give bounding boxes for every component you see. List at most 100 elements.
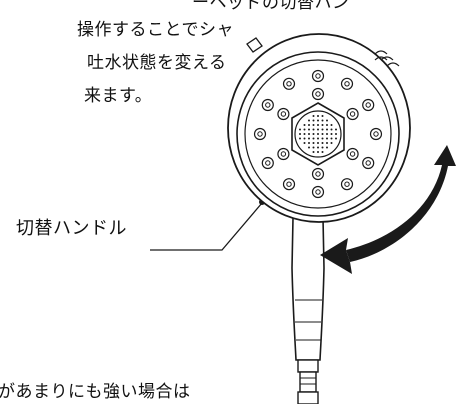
spray-nozzle [369, 127, 383, 141]
mist-dot [321, 124, 324, 126]
mist-dot [299, 128, 301, 131]
mist-dot [321, 142, 324, 144]
spray-nozzle [282, 178, 296, 191]
mist-dot [312, 133, 315, 135]
mist-dot [317, 151, 319, 153]
spray-nozzle-hole [315, 73, 321, 79]
spray-nozzle [311, 87, 325, 101]
mist-dot [335, 137, 337, 140]
rotation-arrow-tail [320, 238, 352, 274]
mist-dot [330, 124, 333, 126]
mist-dot [317, 142, 319, 144]
mist-dot [308, 128, 310, 131]
mist-dot [312, 119, 315, 122]
mist-dot [312, 137, 315, 140]
spray-nozzle-hole [315, 91, 321, 97]
bottom-note-text: があまりにも強い場合は [0, 382, 191, 402]
mist-dot [326, 128, 328, 131]
mist-dot [312, 146, 315, 149]
mist-dot [326, 119, 328, 122]
spray-nozzle [277, 107, 290, 121]
spray-nozzle-hole [280, 111, 287, 117]
mist-dot [303, 137, 306, 140]
mist-dot [312, 151, 315, 153]
spray-nozzle-hole [286, 181, 292, 187]
spray-nozzle [261, 98, 274, 112]
mist-dot [326, 133, 328, 135]
mist-dot [303, 133, 306, 135]
spray-nozzle-hole [344, 181, 350, 187]
spray-nozzle-hole [280, 151, 287, 157]
spray-nozzle-hole [365, 102, 371, 108]
spray-nozzle [340, 178, 354, 191]
mist-dot [317, 128, 319, 131]
mist-dot [312, 128, 315, 131]
mist-dot [303, 128, 306, 131]
mist-dot [321, 133, 324, 135]
mist-dot [326, 137, 328, 140]
mist-dot [330, 128, 333, 131]
mist-dot [308, 133, 310, 135]
mist-dot [312, 115, 315, 117]
mist-dot [299, 137, 301, 140]
spray-nozzle [346, 147, 359, 161]
mist-dot [308, 124, 310, 126]
mist-dot [335, 133, 337, 135]
spray-nozzles [253, 69, 383, 199]
spray-nozzle-hole [365, 160, 371, 166]
grip-ridges [374, 50, 400, 67]
mist-dot [308, 119, 310, 122]
mist-dot [321, 151, 324, 153]
mist-dot [317, 133, 319, 135]
mist-dot [321, 137, 324, 140]
spray-nozzle-hole [315, 171, 321, 177]
mist-dot [312, 142, 315, 144]
shower-handle [291, 217, 325, 404]
spray-nozzle [282, 77, 296, 90]
mist-dot [308, 137, 310, 140]
mist-dot [303, 142, 306, 144]
spray-nozzle [311, 167, 325, 181]
spray-nozzle [311, 185, 325, 199]
spray-nozzle-hole [349, 111, 356, 117]
mist-dot [308, 142, 310, 144]
mist-dot [335, 128, 337, 131]
mist-dot [308, 146, 310, 149]
spray-nozzle-hole [349, 151, 356, 157]
spray-nozzle-hole [265, 102, 271, 108]
spray-nozzle [277, 147, 290, 161]
spray-nozzle [311, 69, 325, 83]
mist-dot [330, 133, 333, 135]
description-line-3: 吐水状態を変える [87, 53, 227, 73]
spray-nozzle [340, 77, 354, 90]
callout-leader-line [150, 202, 263, 251]
mist-dot [326, 124, 328, 126]
description-line-1: ーヘッドの切替ハン [192, 0, 350, 13]
mist-dot [312, 124, 315, 126]
mist-dot [317, 119, 319, 122]
mist-dot [326, 142, 328, 144]
mist-nozzle-dots [299, 115, 337, 153]
mist-dot [317, 124, 319, 126]
rotation-arrow [346, 145, 456, 262]
description-line-2: 操作することでシャ [77, 20, 234, 40]
spray-nozzle [346, 107, 359, 121]
description-line-4: 来ます。 [84, 86, 153, 106]
mist-dot [299, 133, 301, 135]
mist-dot [321, 146, 324, 149]
spray-nozzle-hole [286, 81, 292, 87]
spray-nozzle-hole [257, 131, 263, 137]
spray-nozzle [362, 156, 375, 170]
mist-dot [317, 115, 319, 117]
mist-dot [330, 137, 333, 140]
spray-nozzle [253, 127, 267, 141]
mist-dot [317, 146, 319, 149]
mist-dot [321, 128, 324, 131]
mist-dot [321, 119, 324, 122]
mist-dot [317, 137, 319, 140]
spray-nozzle-hole [265, 160, 271, 166]
spray-nozzle [362, 98, 375, 112]
mist-dot [330, 142, 333, 144]
